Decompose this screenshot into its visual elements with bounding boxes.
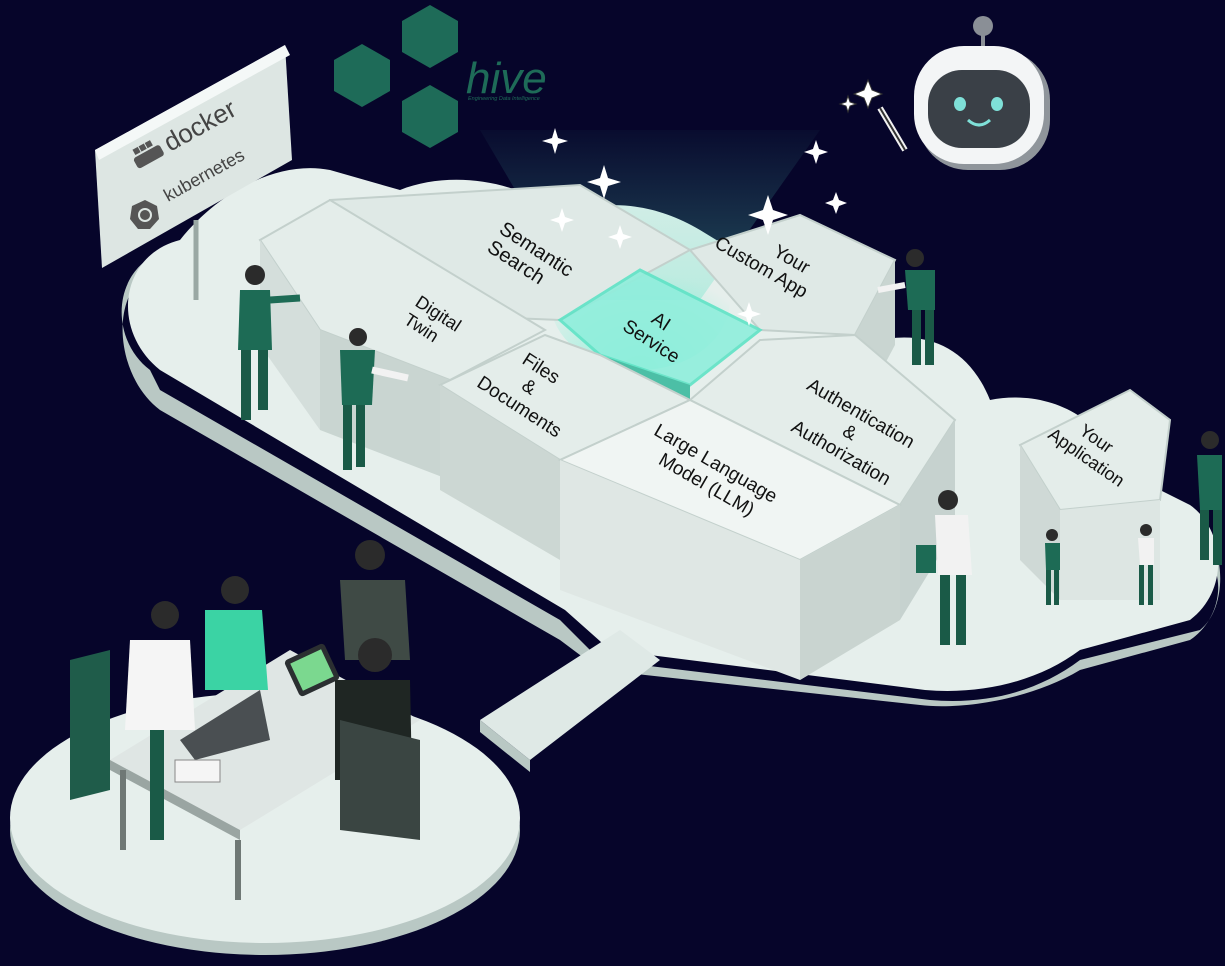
kubernetes-icon xyxy=(130,200,159,229)
robot-icon xyxy=(914,16,1050,170)
sparkle-icon xyxy=(542,128,847,326)
person-small-1 xyxy=(1045,529,1060,605)
brand-tagline: Engineering Data Intelligence xyxy=(468,96,540,102)
docker-icon xyxy=(132,140,164,169)
hive-logo: hive Engineering Data Intelligence xyxy=(334,5,547,148)
meeting-people xyxy=(70,540,420,840)
person-right-edge xyxy=(1197,431,1222,565)
person-small-2 xyxy=(1138,524,1154,605)
person-builder-1 xyxy=(340,328,409,470)
magic-wand-icon xyxy=(838,78,908,152)
person-builder-2 xyxy=(877,249,935,365)
tile-llm xyxy=(557,398,903,680)
bridge xyxy=(480,630,660,760)
tile-your-application xyxy=(1018,388,1172,600)
person-presenter-left xyxy=(238,265,301,420)
person-tablet xyxy=(916,490,972,645)
brand-name: hive xyxy=(466,54,547,103)
